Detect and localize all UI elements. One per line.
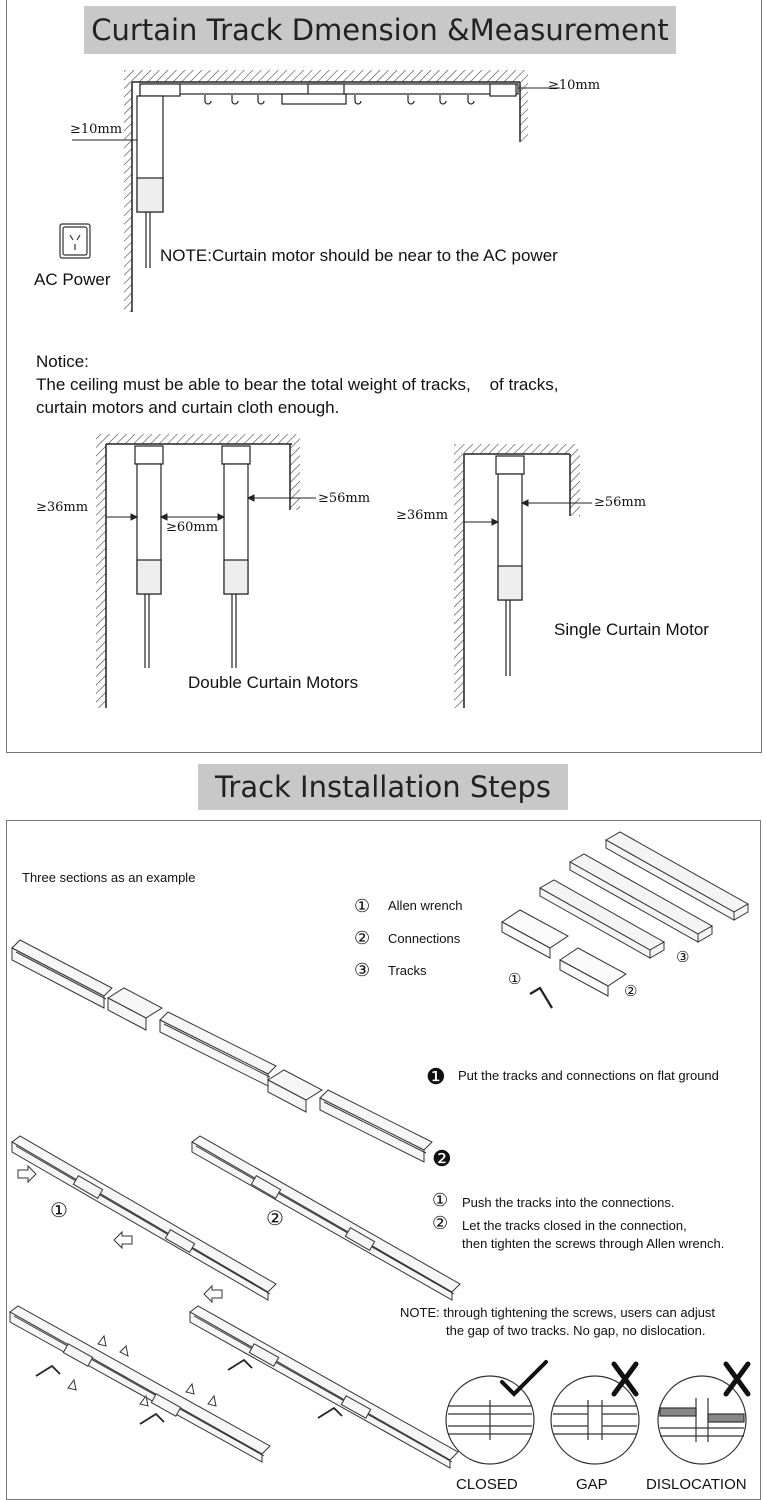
closed-result-diagram xyxy=(445,1375,535,1465)
section2-title-banner: Track Installation Steps xyxy=(198,764,568,810)
step2-item-2-text: Let the tracks closed in the connection, xyxy=(462,1218,687,1233)
tracks-parts xyxy=(538,831,750,959)
section1-frame xyxy=(6,0,762,753)
gap-result-diagram xyxy=(550,1375,640,1465)
tighten-tracks-left xyxy=(9,1305,271,1463)
legend-num-2: ② xyxy=(354,928,371,948)
step1-badge: ❶ xyxy=(426,1064,446,1089)
parts-label-tracks: ③ xyxy=(676,949,690,966)
result-label-closed: CLOSED xyxy=(456,1476,518,1493)
cross-icon xyxy=(611,1361,751,1397)
gap-note-line-2: the gap of two tracks. No gap, no disloc… xyxy=(446,1323,706,1338)
push-diagram-mark: ① xyxy=(50,1200,68,1222)
double-motors-diagram xyxy=(96,434,316,708)
result-label-gap: GAP xyxy=(576,1476,608,1493)
double-left-gap-label: ≥36mm xyxy=(36,500,89,515)
gap-label-right-top: ≥10mm xyxy=(548,78,601,93)
double-between-gap-label: ≥60mm xyxy=(166,520,219,535)
legend-label-allen-wrench: Allen wrench xyxy=(388,898,463,913)
parts-label-wrench: ① xyxy=(508,971,522,988)
ceiling-wall-diagram xyxy=(124,70,528,312)
step2-item-1-text: Push the tracks into the connections. xyxy=(462,1195,675,1210)
connections-parts xyxy=(501,909,627,997)
section1-title-banner: Curtain Track Dmension &Measurement xyxy=(84,6,676,54)
step2-item-1-num: ① xyxy=(432,1190,449,1210)
gap-note-line-1: NOTE: through tightening the screws, use… xyxy=(400,1305,716,1320)
step2-item-3-text: then tighten the screws through Allen wr… xyxy=(462,1236,725,1251)
legend-label-tracks: Tracks xyxy=(388,963,427,978)
step2-badge: ❷ xyxy=(432,1146,452,1171)
step2-closed-tracks xyxy=(191,1135,461,1301)
allen-wrench-part xyxy=(529,986,553,1009)
socket-icon xyxy=(59,223,91,259)
double-motors-caption: Double Curtain Motors xyxy=(188,673,359,692)
double-right-gap-label: ≥56mm xyxy=(318,491,371,506)
gap-label-left-top: ≥10mm xyxy=(70,122,123,137)
step2-push-tracks xyxy=(11,1135,277,1304)
parts-label-connection: ② xyxy=(624,983,638,1000)
step1-tracks xyxy=(11,939,433,1163)
motor-power-note: NOTE:Curtain motor should be near to the… xyxy=(160,246,558,265)
legend-num-3: ③ xyxy=(354,960,371,980)
result-label-dislocation: DISLOCATION xyxy=(646,1476,747,1493)
curtain-track-top xyxy=(139,83,519,105)
section2-intro: Three sections as an example xyxy=(22,870,196,885)
dimension-diagrams xyxy=(59,70,592,708)
dislocation-result-diagram xyxy=(657,1375,747,1465)
single-right-gap-label: ≥56mm xyxy=(594,495,647,510)
curtain-motor-top xyxy=(136,95,164,268)
single-motor-diagram xyxy=(454,444,592,708)
single-left-gap-label: ≥36mm xyxy=(396,508,449,523)
single-motor-caption: Single Curtain Motor xyxy=(554,620,709,639)
closed-diagram-mark: ② xyxy=(266,1208,284,1230)
dimension-leaders-top xyxy=(72,87,560,141)
tighten-tracks-right xyxy=(189,1305,459,1469)
ac-power-label: AC Power xyxy=(34,270,111,289)
check-icon xyxy=(500,1360,548,1397)
legend-label-connections: Connections xyxy=(388,931,461,946)
legend-num-1: ① xyxy=(354,896,371,916)
notice-line-2: curtain motors and curtain cloth enough. xyxy=(36,398,340,417)
notice-title: Notice: xyxy=(36,352,89,371)
step2-item-2-num: ② xyxy=(432,1213,449,1233)
notice-line-1: The ceiling must be able to bear the tot… xyxy=(36,375,559,394)
step1-text: Put the tracks and connections on flat g… xyxy=(458,1068,719,1083)
